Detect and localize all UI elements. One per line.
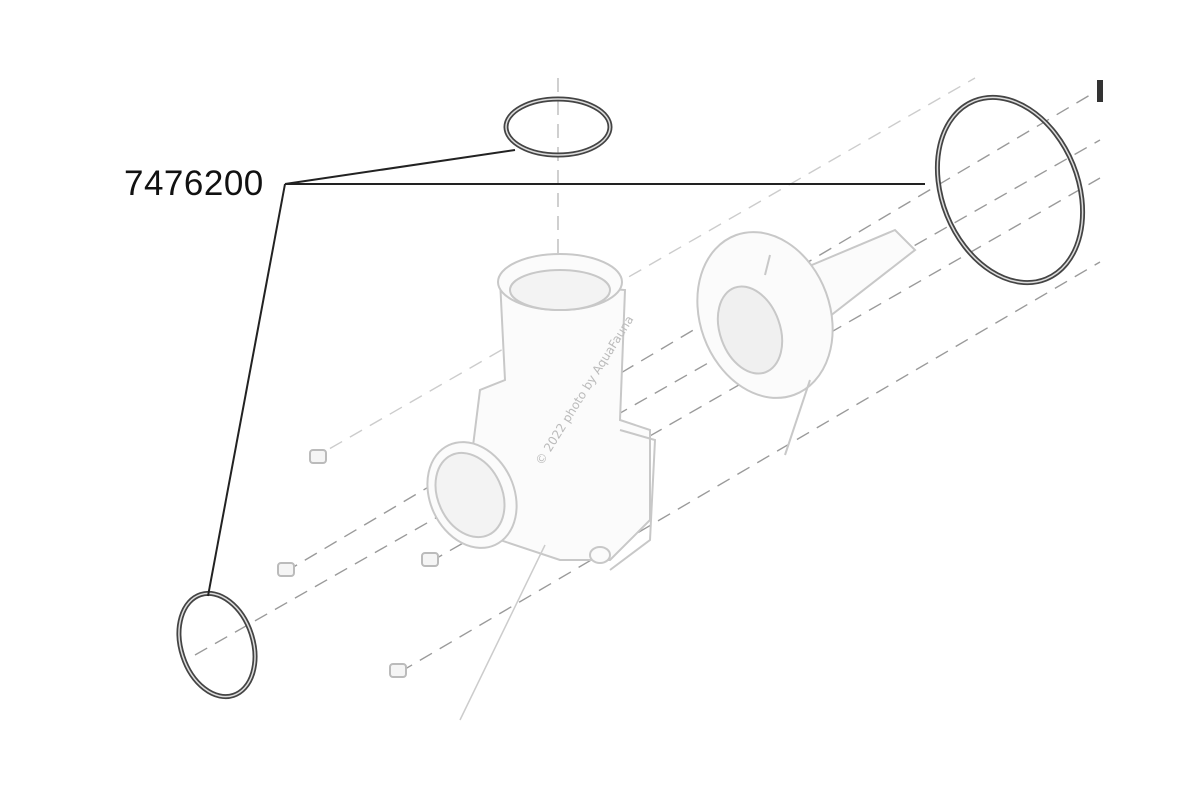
- impeller: [696, 228, 917, 456]
- o-ring-right: [934, 94, 1086, 286]
- pump-housing: [426, 253, 657, 571]
- part-number-label: 7476200: [124, 164, 264, 203]
- o-rings: [176, 94, 1086, 700]
- edge-mark: [1097, 80, 1103, 102]
- screws: [277, 449, 439, 678]
- o-ring-bottom-left: [176, 590, 258, 700]
- leader-line-faint: [459, 544, 546, 721]
- leader-lines: [207, 149, 925, 597]
- dashed-axis-lines: [194, 77, 1101, 673]
